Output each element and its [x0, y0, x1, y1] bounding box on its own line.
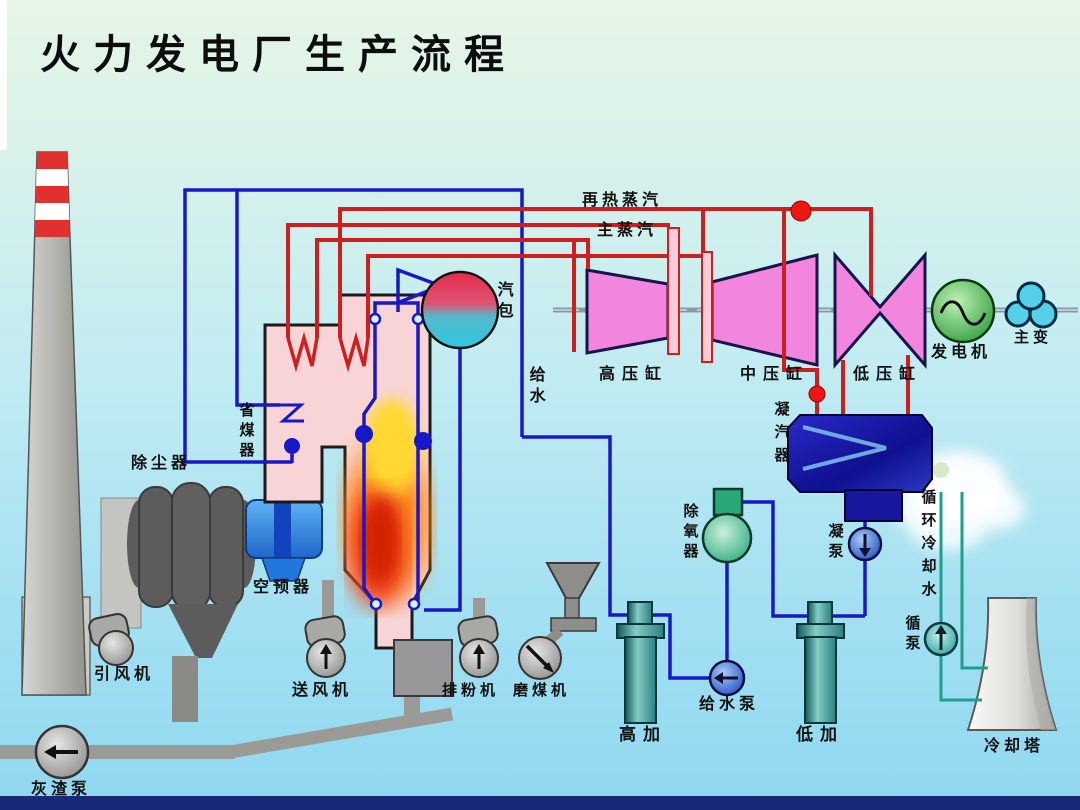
hp-heater [616, 601, 665, 724]
up-arrow-icon [320, 644, 332, 654]
label-air-preheater: 空预器 [253, 579, 314, 596]
label-lp-heater: 低加 [796, 725, 844, 744]
label-lp-cylinder: 低压缸 [853, 366, 923, 383]
superheater-coil [286, 331, 319, 373]
forced-draft-fan [304, 580, 346, 678]
cold-reheat-pipe [667, 227, 680, 355]
reheat-valve [790, 200, 812, 222]
circulating-pump [923, 621, 959, 657]
label-ip-cylinder: 中压缸 [740, 366, 810, 383]
label-ash-slag-pump: 灰渣泵 [31, 781, 92, 798]
coal-feeder [550, 617, 597, 632]
bottom-bar [0, 796, 1080, 810]
label-circulating-pump: 循泵 [903, 615, 921, 655]
up-arrow-icon [935, 625, 947, 634]
powder-exhaust-fan [457, 598, 499, 678]
economizer-header [284, 438, 300, 454]
label-condenser: 凝汽器 [772, 401, 790, 470]
coal-hopper [539, 562, 601, 650]
coal-mill [518, 636, 562, 680]
waterwall-headers [284, 312, 432, 611]
ash-slag-pump [34, 724, 90, 780]
left-arrow-icon [714, 672, 723, 684]
label-main-transformer: 主变 [1014, 329, 1053, 346]
chimney [21, 151, 87, 696]
steam-drum [420, 270, 500, 350]
label-condensate-pump: 凝泵 [826, 523, 844, 563]
page-title: 火力发电厂生产流程 [40, 33, 517, 77]
lp-heater [796, 601, 845, 724]
slide-edge [0, 0, 7, 150]
cooling-tower [966, 597, 1058, 731]
label-cooling-tower: 冷却塔 [984, 738, 1045, 755]
label-main-steam: 主蒸汽 [597, 222, 658, 239]
condensate-pump [847, 526, 883, 562]
boiler [263, 293, 432, 650]
diagonal-arrow-icon [543, 662, 554, 673]
label-economizer: 省煤器 [237, 402, 255, 462]
sine-wave-icon [939, 300, 987, 326]
label-reheat-steam: 再热蒸汽 [582, 192, 663, 209]
extraction-valve [808, 385, 826, 403]
deaerator [701, 487, 753, 564]
furnace-drain [404, 692, 420, 718]
label-dust-collector: 除尘器 [131, 455, 192, 472]
cooling-water-pipes [939, 492, 988, 702]
cooling-valve [933, 462, 949, 478]
hotwell [844, 489, 903, 522]
down-arrow-icon [859, 548, 871, 557]
label-powder-exhaust-fan: 排粉机 [442, 682, 500, 699]
left-arrow-icon [44, 745, 56, 759]
label-generator: 发电机 [931, 344, 992, 361]
feedwater-pump [708, 659, 746, 697]
label-forced-draft-fan: 送风机 [292, 682, 353, 699]
dust-collector [127, 482, 256, 722]
air-preheater [245, 499, 323, 582]
condenser-tubes [802, 425, 887, 471]
label-circulating-cooling-water: 循环冷却水 [919, 489, 937, 604]
reheater-coil [338, 331, 370, 373]
turbines [585, 250, 927, 370]
lp-cylinder [833, 250, 927, 370]
slag-hopper [393, 639, 453, 697]
label-coal-mill: 磨煤机 [513, 682, 571, 699]
ip-cylinder [710, 253, 819, 367]
label-hp-cylinder: 高压缸 [599, 366, 669, 383]
label-steam-drum: 汽包 [494, 281, 512, 323]
label-induced-draft-fan: 引风机 [94, 666, 155, 683]
hot-reheat-pipe [701, 251, 713, 363]
label-feedwater: 给水 [526, 366, 544, 408]
label-hp-heater: 高加 [619, 725, 667, 744]
induced-draft-fan [88, 613, 134, 666]
main-transformer [1004, 281, 1058, 329]
label-deaerator: 除氧器 [681, 503, 699, 563]
generator [930, 278, 996, 344]
up-arrow-icon [473, 644, 485, 654]
hp-cylinder [585, 268, 670, 355]
condenser [787, 414, 933, 522]
label-feedwater-pump: 给水泵 [699, 696, 760, 713]
